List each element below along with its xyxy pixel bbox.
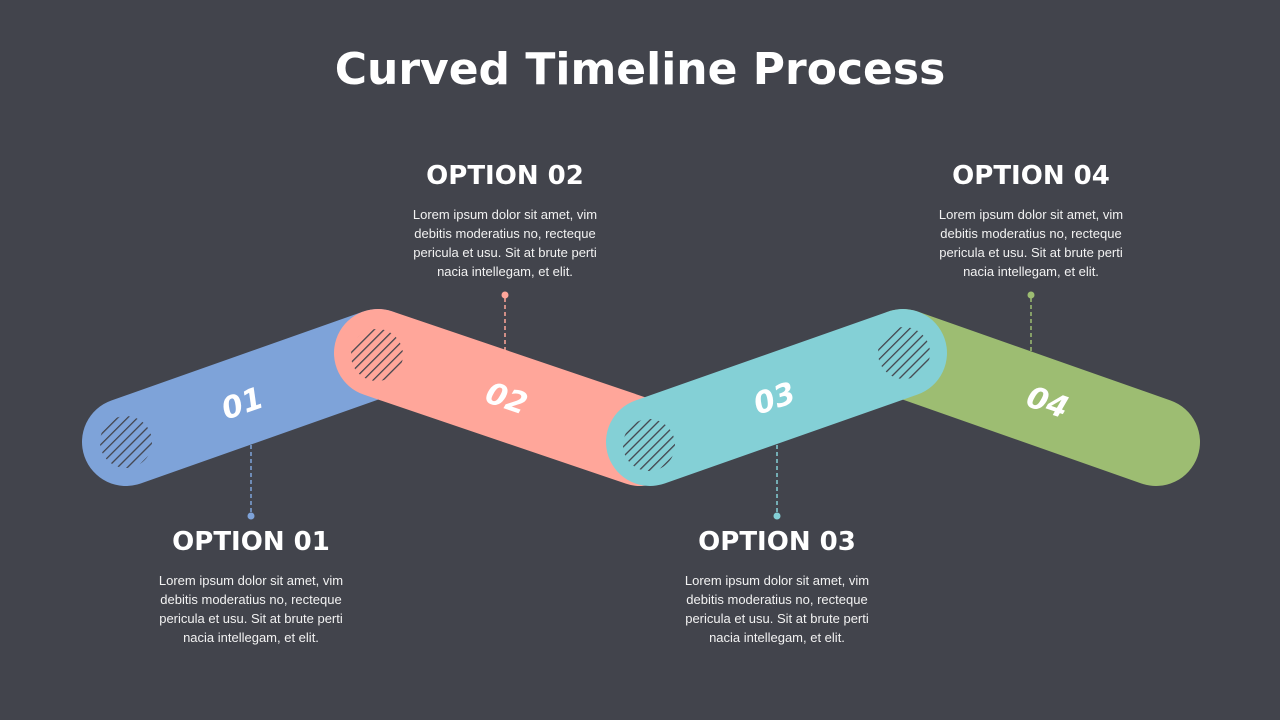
segment-3 xyxy=(606,309,947,486)
hatch-circle-2 xyxy=(351,329,403,381)
option-card-1: OPTION 01 Lorem ipsum dolor sit amet, vi… xyxy=(131,527,371,647)
hatch-circle-4 xyxy=(878,327,930,379)
hatch-circle-1 xyxy=(100,416,152,468)
option-text-4: Lorem ipsum dolor sit amet, vim debitis … xyxy=(938,207,1124,279)
page-title: Curved Timeline Process xyxy=(334,44,946,95)
option-heading-4: OPTION 04 xyxy=(952,161,1110,191)
option-heading-3: OPTION 03 xyxy=(698,527,856,557)
connector-4 xyxy=(1027,291,1035,355)
connector-1 xyxy=(247,445,255,520)
option-heading-2: OPTION 02 xyxy=(426,161,584,191)
option-heading-1: OPTION 01 xyxy=(172,527,330,557)
option-text-3: Lorem ipsum dolor sit amet, vim debitis … xyxy=(684,573,870,645)
hatch-circle-3 xyxy=(623,419,675,471)
option-card-3: OPTION 03 Lorem ipsum dolor sit amet, vi… xyxy=(657,527,897,647)
option-text-2: Lorem ipsum dolor sit amet, vim debitis … xyxy=(412,207,598,279)
option-card-4: OPTION 04 Lorem ipsum dolor sit amet, vi… xyxy=(911,161,1151,281)
option-card-2: OPTION 02 Lorem ipsum dolor sit amet, vi… xyxy=(385,161,625,281)
option-text-1: Lorem ipsum dolor sit amet, vim debitis … xyxy=(158,573,344,645)
connector-3 xyxy=(773,445,781,520)
segment-4 xyxy=(859,309,1200,486)
segment-2 xyxy=(334,309,684,486)
connector-2 xyxy=(501,291,509,355)
segment-1 xyxy=(82,309,422,486)
